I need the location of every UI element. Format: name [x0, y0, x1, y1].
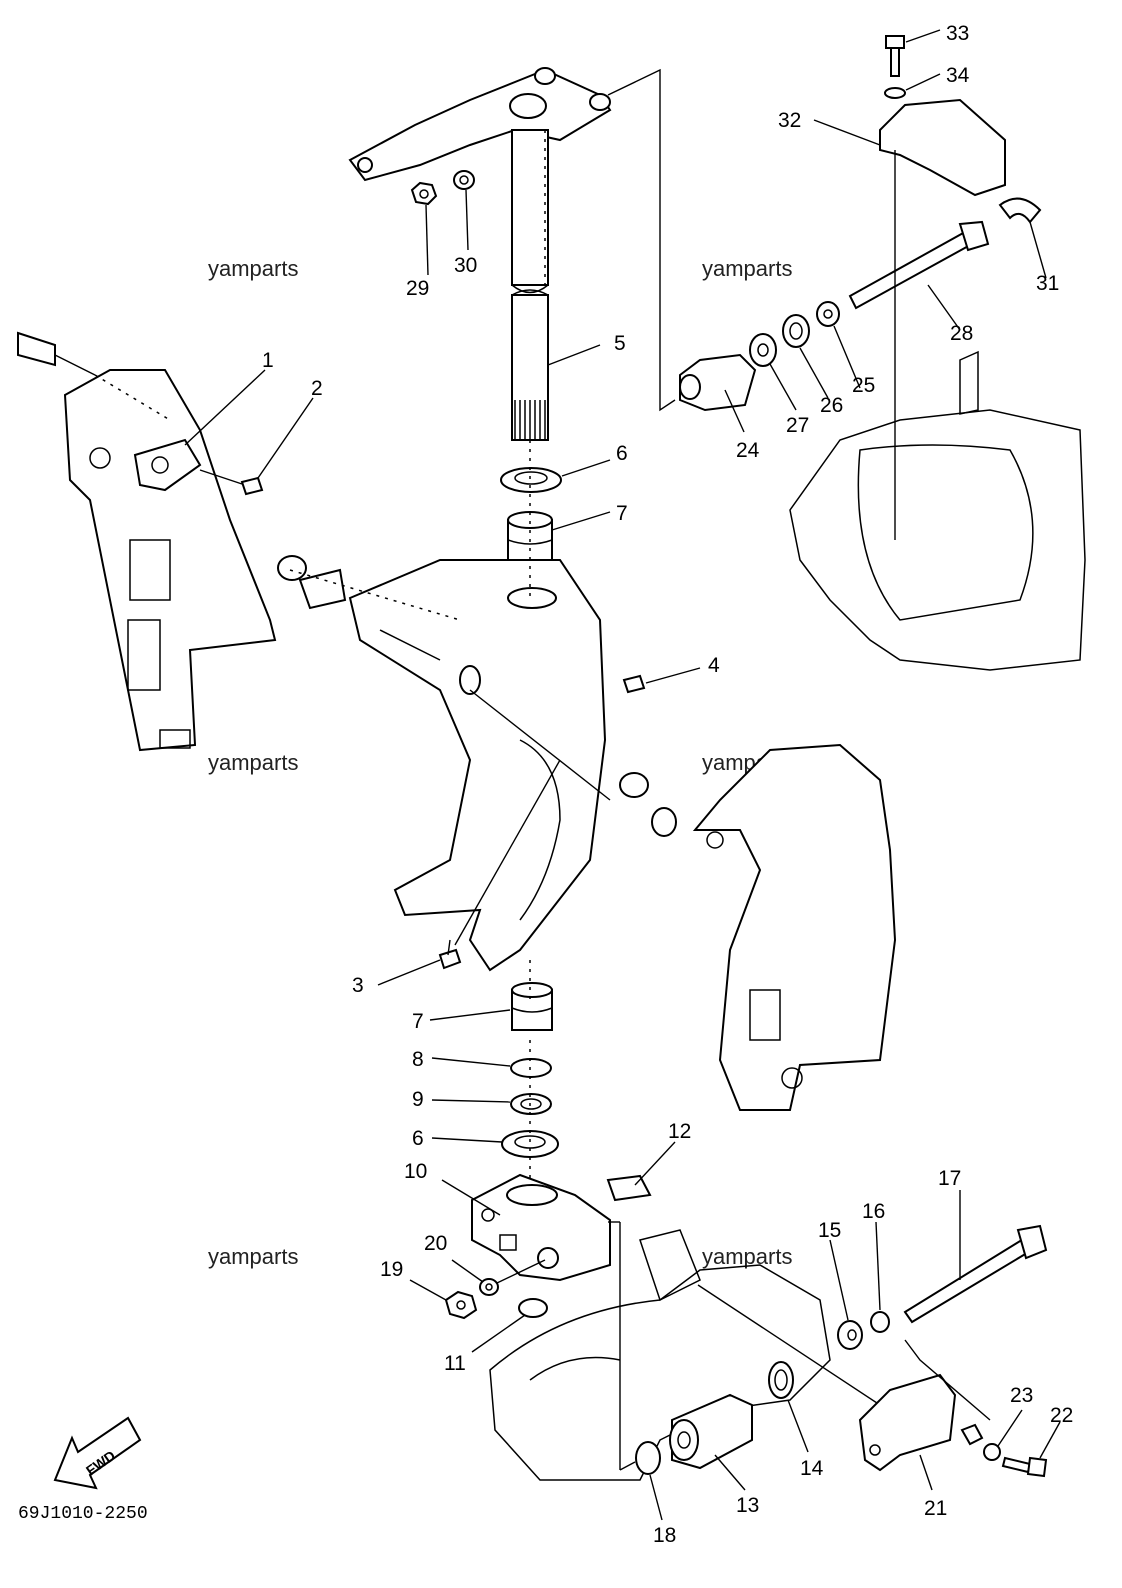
- mount-rubber-part: [669, 1393, 753, 1470]
- callout-34: 34: [946, 64, 970, 87]
- callout-16: 16: [862, 1200, 885, 1223]
- washer-part: [500, 467, 562, 493]
- callout-19: 19: [380, 1258, 403, 1281]
- callout-10: 10: [404, 1160, 427, 1183]
- washer-part: [635, 1441, 661, 1475]
- mount-rubber-part: [679, 353, 757, 412]
- watermark: yamparts: [208, 750, 298, 775]
- callout-4: 4: [708, 654, 720, 677]
- callout-labels: 1 2 3 4 5 6 7 7 8 9 6 10 11 12 13 14 15 …: [262, 22, 1073, 1547]
- seal-part: [510, 1093, 552, 1115]
- washer-part: [782, 314, 810, 348]
- washer-part: [884, 87, 906, 99]
- plate-part: [606, 1174, 652, 1202]
- callout-9: 9: [412, 1088, 424, 1111]
- callout-22: 22: [1050, 1404, 1073, 1427]
- callout-13: 13: [736, 1494, 759, 1517]
- callout-17: 17: [938, 1167, 961, 1190]
- callout-6-lower: 6: [412, 1127, 424, 1150]
- callout-1: 1: [262, 349, 274, 372]
- screw-part: [199, 469, 264, 496]
- bolt-part: [903, 1224, 1048, 1324]
- nut-part: [444, 1290, 478, 1320]
- callout-25: 25: [852, 374, 875, 397]
- callout-leaders: [184, 29, 1061, 1521]
- leader-line: [496, 1259, 546, 1284]
- callout-14: 14: [800, 1457, 824, 1480]
- callout-8: 8: [412, 1048, 424, 1071]
- callout-6-upper: 6: [616, 442, 628, 465]
- nut-part: [410, 181, 438, 206]
- steering-arm-part: [348, 67, 612, 441]
- leader-line: [454, 759, 561, 946]
- callout-18: 18: [653, 1524, 676, 1547]
- leader-line: [607, 68, 676, 412]
- bushing-part: [507, 511, 553, 563]
- mount-cover-part: [879, 98, 1006, 197]
- washer-part: [453, 170, 475, 190]
- callout-24: 24: [736, 439, 760, 462]
- trim-sensor-part: [133, 438, 202, 492]
- center-line: [289, 569, 461, 621]
- bushing-part: [511, 982, 553, 1031]
- right-clamp-bracket-part: [619, 743, 897, 1111]
- washer-part: [479, 1278, 499, 1296]
- diagram-part-code: 69J1010-2250: [18, 1504, 148, 1524]
- lower-mount-bracket-part: [471, 1173, 611, 1282]
- leader-line: [619, 1461, 636, 1471]
- leader-line: [697, 1284, 881, 1406]
- left-clamp-bracket-part: [17, 331, 277, 752]
- bolt-part: [885, 35, 905, 77]
- grease-nipple-part: [622, 674, 646, 694]
- washer-part: [816, 301, 840, 327]
- callout-2: 2: [311, 377, 323, 400]
- watermark: yamparts: [702, 1244, 792, 1269]
- o-ring-part: [510, 1058, 552, 1078]
- callout-21: 21: [924, 1497, 947, 1520]
- washer-part: [983, 1443, 1001, 1461]
- callout-7-upper: 7: [616, 502, 628, 525]
- washer-part: [768, 1361, 794, 1399]
- callout-5: 5: [614, 332, 626, 355]
- callout-12: 12: [668, 1120, 691, 1143]
- bolt-part: [848, 220, 990, 310]
- leader-line: [469, 689, 611, 801]
- callout-20: 20: [424, 1232, 447, 1255]
- callout-30: 30: [454, 254, 477, 277]
- callout-33: 33: [946, 22, 969, 45]
- callout-7-lower: 7: [412, 1010, 424, 1033]
- clip-part: [998, 197, 1042, 224]
- washer-part: [749, 333, 777, 367]
- callout-3: 3: [352, 974, 364, 997]
- forward-direction-arrow: FWD: [53, 1416, 142, 1490]
- engine-base-part: [789, 350, 1086, 671]
- callout-23: 23: [1010, 1384, 1033, 1407]
- swivel-bracket-part: [277, 555, 607, 972]
- bolt-part: [1001, 1456, 1048, 1478]
- watermark: yamparts: [208, 1244, 298, 1269]
- callout-29: 29: [406, 277, 429, 300]
- nut-part: [960, 1423, 984, 1446]
- callout-32: 32: [778, 109, 801, 132]
- washer-part: [870, 1311, 890, 1333]
- washer-part: [837, 1320, 863, 1350]
- washer-part: [501, 1130, 559, 1158]
- ground-bracket-part: [858, 1339, 991, 1472]
- watermark: yamparts: [208, 256, 298, 281]
- callout-31: 31: [1036, 272, 1059, 295]
- watermark: yamparts: [702, 256, 792, 281]
- clip-part: [518, 1298, 548, 1318]
- screw-part: [438, 939, 462, 970]
- callout-11: 11: [444, 1352, 466, 1375]
- callout-26: 26: [820, 394, 843, 417]
- callout-15: 15: [818, 1219, 841, 1242]
- callout-27: 27: [786, 414, 809, 437]
- callout-28: 28: [950, 322, 973, 345]
